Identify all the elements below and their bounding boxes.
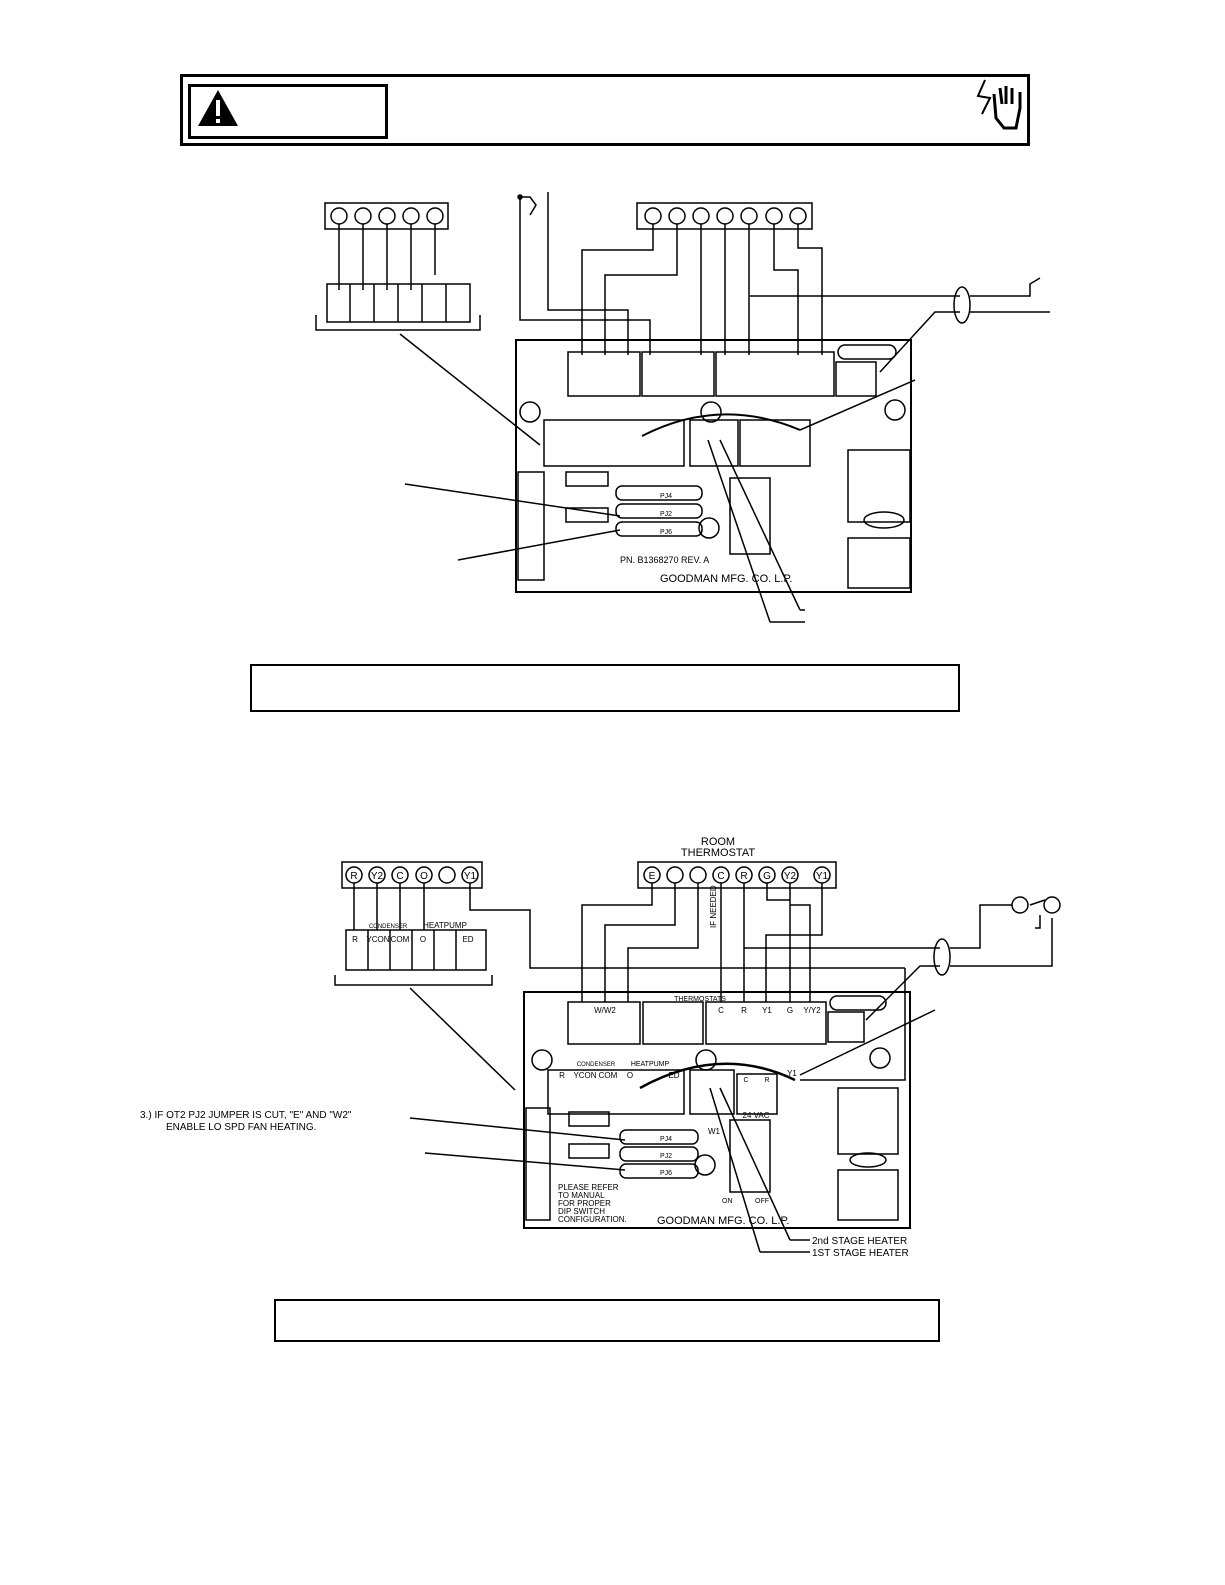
svg-text:R: R: [741, 1006, 747, 1015]
hp-condenser-label: CONDENSER: [577, 1062, 616, 1068]
bottom-wiring-diagram: [334, 861, 1061, 1253]
outdoor-terminal-y1: Y1: [464, 871, 477, 882]
tstat-terminal-g: G: [763, 871, 771, 882]
outdoor-terminal-c: C: [396, 871, 403, 882]
jumper-note-line2: ENABLE LO SPD FAN HEATING.: [166, 1122, 316, 1133]
tstat-terminal-r: R: [740, 871, 747, 882]
plug-heatpump-label: HEATPUMP: [423, 921, 467, 930]
bottom-outdoor-terminal-labels: R Y2 C O Y1: [350, 871, 476, 882]
top-jumper-pj4: PJ4: [660, 493, 672, 500]
bottom-jumper-pj2: PJ2: [660, 1153, 672, 1160]
off-label: OFF: [755, 1198, 769, 1205]
svg-text:C: C: [718, 1006, 724, 1015]
top-outdoor-terminals: [330, 207, 444, 225]
plug-condenser-label: CONDENSER: [369, 924, 408, 930]
thermostats-label: THERMOSTATS: [674, 996, 726, 1003]
svg-text:CONFIGURATION.: CONFIGURATION.: [558, 1215, 627, 1224]
vac-r-label: R: [764, 1077, 769, 1084]
svg-text:DIP SWITCH: DIP SWITCH: [558, 1207, 605, 1216]
w1-label: W1: [708, 1127, 721, 1136]
top-pcb-part-number: PN. B1368270 REV. A: [620, 555, 709, 565]
svg-text:O: O: [627, 1071, 633, 1080]
warning-label-box: [188, 84, 388, 139]
if-needed-label: IF NEEDED: [709, 885, 718, 928]
refer-note: PLEASE REFER TO MANUAL FOR PROPER DIP SW…: [558, 1183, 627, 1224]
caption-box-bottom: [274, 1299, 940, 1342]
top-jumper-pj6: PJ6: [660, 529, 672, 536]
svg-text:PLEASE REFER: PLEASE REFER: [558, 1183, 619, 1192]
svg-text:Y1: Y1: [762, 1006, 772, 1015]
svg-text:COM: COM: [599, 1071, 618, 1080]
y1-connector-label: Y1: [787, 1069, 797, 1078]
svg-text:O: O: [420, 935, 426, 944]
top-thermostat-terminals: [644, 207, 807, 225]
outdoor-terminal-o: O: [420, 871, 428, 882]
top-wiring-diagram: [315, 192, 1050, 623]
jumper-note-line1: 3.) IF OT2 PJ2 JUMPER IS CUT, "E" AND "W…: [140, 1110, 352, 1121]
svg-text:R: R: [559, 1071, 565, 1080]
outdoor-terminal-r: R: [350, 871, 357, 882]
bottom-pcb-maker: GOODMAN MFG. CO. L.P.: [657, 1215, 789, 1227]
board-pin-labels: W/W2 C R Y1 G Y/Y2: [594, 1006, 821, 1015]
svg-text:ED: ED: [668, 1071, 679, 1080]
vac-label: 24 VAC: [743, 1111, 770, 1120]
stage2-label: 2nd STAGE HEATER: [812, 1236, 907, 1247]
svg-text:R: R: [352, 935, 358, 944]
caption-box-top: [250, 664, 960, 712]
warning-triangle-icon: [198, 90, 238, 126]
svg-text:TO MANUAL: TO MANUAL: [558, 1191, 605, 1200]
top-jumper-pj2: PJ2: [660, 511, 672, 518]
svg-text:ED: ED: [462, 935, 473, 944]
tstat-terminal-y2: Y2: [784, 871, 797, 882]
outdoor-terminal-y2: Y2: [371, 871, 384, 882]
hp-heatpump-label: HEATPUMP: [631, 1061, 670, 1068]
room-thermostat-title-2: THERMOSTAT: [681, 847, 755, 859]
svg-text:FOR PROPER: FOR PROPER: [558, 1199, 611, 1208]
warning-banner: [180, 74, 1030, 146]
bottom-thermostat-terminal-labels: E C R G Y2 Y1: [649, 871, 829, 882]
on-label: ON: [722, 1198, 733, 1205]
bottom-jumper-pj4: PJ4: [660, 1136, 672, 1143]
top-pcb-maker: GOODMAN MFG. CO. L.P.: [660, 573, 792, 585]
tstat-terminal-c: C: [717, 871, 724, 882]
tstat-terminal-e: E: [649, 871, 656, 882]
svg-text:YCON: YCON: [573, 1071, 596, 1080]
svg-text:COM: COM: [391, 935, 410, 944]
room-thermostat-title-1: ROOM: [701, 836, 735, 848]
tstat-terminal-y1: Y1: [816, 871, 829, 882]
stage1-label: 1ST STAGE HEATER: [812, 1248, 909, 1259]
svg-text:G: G: [787, 1006, 793, 1015]
svg-text:Y/Y2: Y/Y2: [803, 1006, 821, 1015]
electric-shock-hand-icon: [976, 79, 1022, 130]
plug-pin-labels: R YCON COM O ED: [352, 935, 474, 944]
svg-text:YCON: YCON: [366, 935, 389, 944]
bottom-jumper-pj6: PJ6: [660, 1170, 672, 1177]
vac-c-label: C: [743, 1077, 748, 1084]
hp-pin-labels: R YCON COM O ED: [559, 1071, 680, 1080]
svg-text:W/W2: W/W2: [594, 1006, 616, 1015]
